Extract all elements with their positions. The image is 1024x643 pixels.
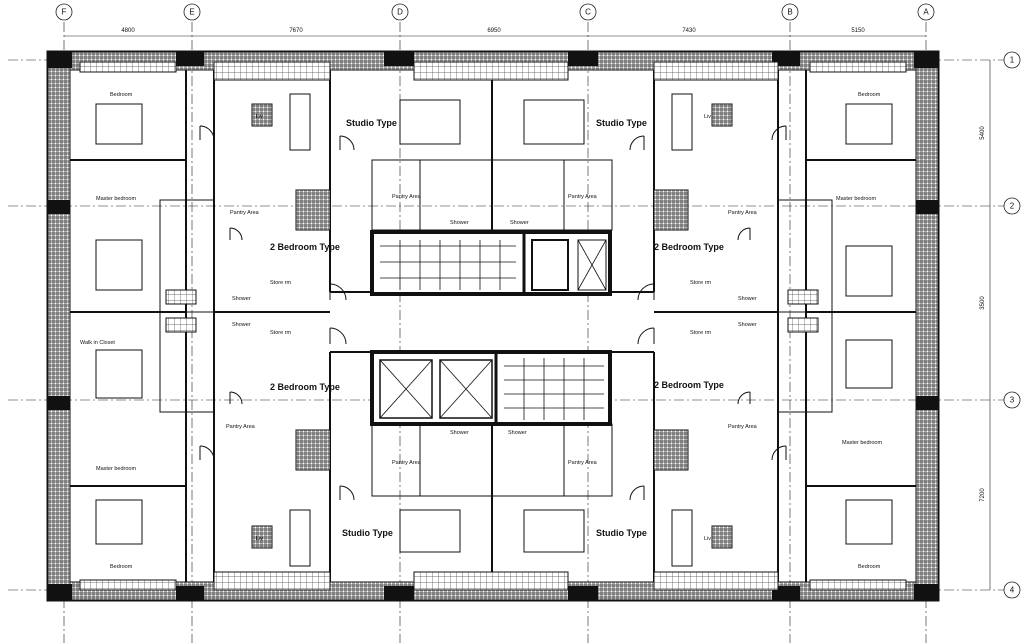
door-swing <box>629 485 645 501</box>
grid-row-label: 2 <box>1010 202 1015 211</box>
room-label-walk-in-closet: Walk in Closet <box>80 340 115 346</box>
room-label-studio-sw: Studio Type <box>342 528 393 538</box>
room-label-2bed-nw: 2 Bedroom Type <box>270 242 340 252</box>
room-label-2bed-ne: 2 Bedroom Type <box>654 242 724 252</box>
room-label-bedroom-ne: Bedroom <box>858 92 881 98</box>
door-swing <box>737 227 751 241</box>
room-label-bedroom-se: Bedroom <box>858 564 881 570</box>
grid-row-bubble <box>1003 197 1021 215</box>
row-spacing-label: 3500 <box>980 296 986 310</box>
room-label-living-sw: Liv <box>256 536 263 542</box>
room-label-pantry-s1: Pantry Area <box>392 460 422 466</box>
grid-column-label: D <box>397 8 403 17</box>
door-swing <box>199 125 215 141</box>
room-label-studio-ne: Studio Type <box>596 118 647 128</box>
room-label-shower-w2: Shower <box>232 322 251 328</box>
room-labels: Studio Type Studio Type Studio Type Stud… <box>80 92 882 570</box>
grid-column-bubble <box>183 3 201 21</box>
room-label-living-nw: Liv <box>256 114 263 120</box>
row-spacing-label: 7200 <box>980 488 986 502</box>
door-swing <box>229 391 243 405</box>
room-label-store-nw: Store rm <box>270 280 292 286</box>
grid-column-bubble <box>579 3 597 21</box>
grid-row-label: 1 <box>1010 56 1015 65</box>
grid-row-bubble <box>1003 581 1021 599</box>
room-label-living-ne: Liv <box>704 114 711 120</box>
door-swing <box>329 327 347 345</box>
room-label-pantry-s2: Pantry Area <box>568 460 598 466</box>
door-swing <box>229 227 243 241</box>
door-swing <box>637 327 655 345</box>
grid-row-label: 3 <box>1010 396 1015 405</box>
room-label-pantry-sw: Pantry Area <box>226 424 256 430</box>
room-label-shower-e1: Shower <box>738 296 757 302</box>
room-label-master-se: Master bedroom <box>842 440 882 446</box>
door-swing <box>771 125 787 141</box>
room-label-pantry-se: Pantry Area <box>728 424 758 430</box>
furniture <box>79 61 907 591</box>
column-spacing-label: 7430 <box>682 28 696 34</box>
room-label-2bed-sw: 2 Bedroom Type <box>270 382 340 392</box>
room-label-studio-nw: Studio Type <box>346 118 397 128</box>
door-swing <box>771 445 787 461</box>
column-spacing-label: 6950 <box>487 28 501 34</box>
room-label-bedroom-nw: Bedroom <box>110 92 133 98</box>
door-swing <box>637 283 655 301</box>
door-swing <box>629 135 645 151</box>
row-spacing-label: 5400 <box>980 126 986 140</box>
room-label-master-ne: Master bedroom <box>836 196 876 202</box>
door-swings <box>199 125 787 501</box>
core-stairs-lifts <box>370 230 612 426</box>
room-label-store-se: Store rm <box>690 330 712 336</box>
room-label-shower-n1: Shower <box>450 220 469 226</box>
grid-column-bubble <box>55 3 73 21</box>
room-label-studio-se: Studio Type <box>596 528 647 538</box>
room-label-pantry-nw: Pantry Area <box>230 210 260 216</box>
room-label-pantry-ne: Pantry Area <box>728 210 758 216</box>
grid-column-bubble <box>781 3 799 21</box>
grid-row-bubble <box>1003 51 1021 69</box>
grid-column-bubble <box>391 3 409 21</box>
column-spacing-label: 5150 <box>851 28 865 34</box>
column-spacing-label: 7670 <box>289 28 303 34</box>
room-label-bedroom-sw: Bedroom <box>110 564 133 570</box>
door-swing <box>199 445 215 461</box>
grid-column-label: F <box>62 8 67 17</box>
room-label-pantry-n1: Pantry Area <box>392 194 422 200</box>
room-label-master-sw: Master bedroom <box>96 466 136 472</box>
door-swing <box>329 283 347 301</box>
room-label-store-ne: Store rm <box>690 280 712 286</box>
door-swing <box>339 485 355 501</box>
room-label-store-sw: Store rm <box>270 330 292 336</box>
grid-column-label: E <box>189 8 194 17</box>
room-label-shower-n2: Shower <box>510 220 529 226</box>
grid-row-label: 4 <box>1010 586 1015 595</box>
grid-column-label: A <box>923 8 929 17</box>
grid-column-bubble <box>917 3 935 21</box>
room-label-shower-e2: Shower <box>738 322 757 328</box>
door-swing <box>339 135 355 151</box>
room-label-shower-s2: Shower <box>508 430 527 436</box>
grid-column-label: C <box>585 8 591 17</box>
room-label-living-se: Liv <box>704 536 711 542</box>
grid-column-label: B <box>787 8 792 17</box>
room-label-pantry-n2: Pantry Area <box>568 194 598 200</box>
door-swing <box>737 391 751 405</box>
room-label-2bed-se: 2 Bedroom Type <box>654 380 724 390</box>
room-label-master-nw: Master bedroom <box>96 196 136 202</box>
room-label-shower-s1: Shower <box>450 430 469 436</box>
column-spacing-label: 4800 <box>121 28 135 34</box>
room-label-shower-w1: Shower <box>232 296 251 302</box>
grid-row-bubble <box>1003 391 1021 409</box>
wet-areas <box>159 159 833 497</box>
